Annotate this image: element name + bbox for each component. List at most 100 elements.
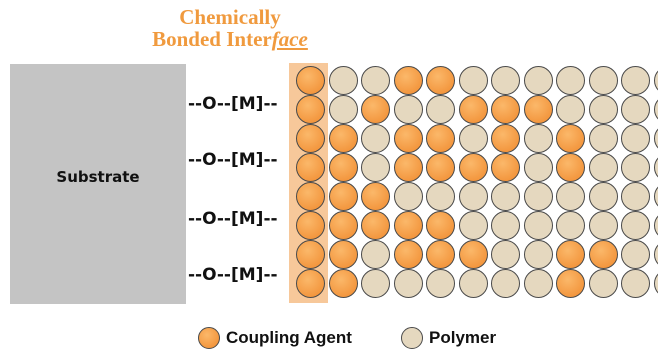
polymer-circle — [621, 124, 650, 153]
polymer-circle — [653, 124, 658, 153]
polymer-circle — [653, 153, 658, 182]
polymer-circle — [588, 95, 618, 124]
polymer-circle — [588, 182, 618, 211]
polymer-circle — [328, 66, 358, 95]
polymer-circle — [621, 269, 650, 298]
coupling-agent-circle — [393, 124, 423, 153]
bond-label-2: --O--[M]-- — [188, 150, 278, 170]
coupling-agent-circle — [491, 124, 520, 153]
polymer-circle — [588, 153, 618, 182]
polymer-circle — [556, 95, 585, 124]
polymer-circle — [426, 95, 455, 124]
polymer-circle — [653, 211, 658, 240]
polymer-circle — [361, 240, 390, 269]
coupling-agent-circle — [491, 95, 520, 124]
bond-label-1: --O--[M]-- — [188, 94, 278, 114]
coupling-agent-circle — [556, 269, 585, 298]
polymer-circle — [621, 211, 650, 240]
coupling-agent-circle — [458, 95, 488, 124]
diagram-title: Chemically Bonded Interface — [120, 6, 340, 50]
coupling-agent-circle — [296, 95, 325, 124]
coupling-agent-circle — [393, 240, 423, 269]
polymer-circle — [458, 269, 488, 298]
coupling-agent-circle — [588, 240, 618, 269]
polymer-circle — [523, 66, 553, 95]
polymer-circle — [621, 95, 650, 124]
coupling-agent-circle — [426, 153, 455, 182]
polymer-circle — [523, 153, 553, 182]
bond-label-4: --O--[M]-- — [188, 265, 278, 285]
polymer-circle — [491, 211, 520, 240]
title-line-2: Bonded Interface — [120, 28, 340, 50]
coupling-agent-circle — [296, 211, 325, 240]
coupling-agent-circle — [328, 211, 358, 240]
polymer-circle — [328, 95, 358, 124]
polymer-circle — [588, 211, 618, 240]
polymer-circle — [491, 269, 520, 298]
title-line-1: Chemically — [179, 5, 281, 29]
coupling-agent-circle — [328, 240, 358, 269]
coupling-agent-circle — [296, 153, 325, 182]
polymer-circle — [458, 124, 488, 153]
coupling-agent-circle — [296, 182, 325, 211]
polymer-circle — [491, 240, 520, 269]
polymer-circle — [361, 66, 390, 95]
coupling-agent-circle — [556, 124, 585, 153]
polymer-circle — [361, 269, 390, 298]
coupling-agent-circle — [296, 124, 325, 153]
legend-coupling-agent: Coupling Agent — [198, 326, 352, 350]
polymer-circle — [556, 66, 585, 95]
polymer-circle — [393, 182, 423, 211]
coupling-agent-circle — [328, 182, 358, 211]
coupling-agent-circle — [426, 124, 455, 153]
title-line-2-prefix: Bonded Inter — [152, 27, 272, 51]
coupling-agent-circle — [328, 124, 358, 153]
coupling-agent-circle — [458, 153, 488, 182]
coupling-agent-circle — [296, 66, 325, 95]
polymer-circle — [588, 124, 618, 153]
polymer-circle — [458, 211, 488, 240]
polymer-circle — [588, 66, 618, 95]
polymer-circle — [556, 211, 585, 240]
polymer-circle — [653, 269, 658, 298]
coupling-agent-circle — [361, 211, 390, 240]
polymer-circle — [621, 182, 650, 211]
coupling-agent-swatch-icon — [198, 327, 220, 349]
polymer-circle — [458, 66, 488, 95]
coupling-agent-circle — [426, 240, 455, 269]
polymer-circle — [621, 240, 650, 269]
polymer-circle — [653, 95, 658, 124]
coupling-agent-circle — [426, 211, 455, 240]
polymer-circle — [491, 66, 520, 95]
polymer-circle — [523, 182, 553, 211]
polymer-circle — [523, 211, 553, 240]
polymer-circle — [491, 182, 520, 211]
legend-coupling-label: Coupling Agent — [226, 328, 352, 347]
coupling-agent-circle — [458, 240, 488, 269]
polymer-circle — [523, 240, 553, 269]
polymer-circle — [426, 269, 455, 298]
polymer-circle — [556, 182, 585, 211]
coupling-agent-circle — [361, 182, 390, 211]
polymer-circle — [426, 182, 455, 211]
coupling-agent-circle — [556, 153, 585, 182]
polymer-swatch-icon — [401, 327, 423, 349]
polymer-circle — [653, 182, 658, 211]
coupling-agent-circle — [393, 66, 423, 95]
coupling-agent-circle — [328, 269, 358, 298]
coupling-agent-circle — [296, 240, 325, 269]
polymer-circle — [523, 124, 553, 153]
polymer-circle — [393, 95, 423, 124]
polymer-circle — [458, 182, 488, 211]
polymer-circle — [393, 269, 423, 298]
polymer-circle — [653, 66, 658, 95]
substrate-block — [10, 64, 186, 304]
coupling-agent-circle — [328, 153, 358, 182]
coupling-agent-circle — [556, 240, 585, 269]
title-line-2-italic: face — [271, 27, 308, 51]
polymer-circle — [621, 66, 650, 95]
polymer-circle — [621, 153, 650, 182]
coupling-agent-circle — [426, 66, 455, 95]
polymer-circle — [653, 240, 658, 269]
legend-polymer-label: Polymer — [429, 328, 497, 347]
